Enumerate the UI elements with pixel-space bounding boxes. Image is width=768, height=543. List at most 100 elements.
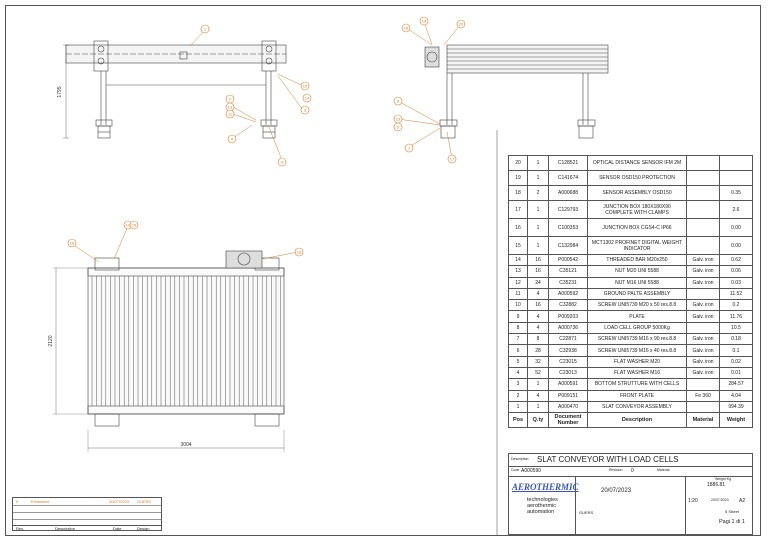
bom-cell-desc: SCREW UNI5739 M16 x 40 res.8.8 (587, 344, 687, 357)
bom-cell-qty: 1 (527, 170, 549, 186)
bom-cell-material (686, 400, 720, 414)
bom-cell-doc: C32938 (548, 344, 588, 357)
bom-cell-qty: 32 (527, 355, 549, 368)
bom-cell-desc: FRONT PLATE (587, 389, 687, 402)
bom-cell-pos: 18 (508, 185, 528, 201)
bom-cell-qty: 1 (527, 218, 549, 237)
bom-cell-pos: 14 (508, 253, 528, 267)
bom-cell-qty: 4 (527, 389, 549, 402)
revision-value: 0 (631, 468, 634, 474)
bom-cell-desc: SENSOR ASSEMBLY OSD150 (587, 185, 687, 201)
bom-cell-desc: FLAT WASHER M20 (587, 355, 687, 368)
bom-header-doc: Document Number (548, 412, 588, 429)
bom-cell-doc: A000688 (548, 185, 588, 201)
bom-cell-material: Galv. iron (686, 310, 720, 323)
bom-cell-qty: 4 (527, 310, 549, 323)
bom-cell-weight (719, 155, 753, 171)
dim-height-plan: 2120 (48, 335, 54, 346)
bom-cell-doc: A000470 (548, 400, 588, 414)
bom-cell-material: Galv. iron (686, 366, 720, 380)
bom-cell-qty: 1 (527, 378, 549, 391)
bom-cell-qty: 24 (527, 276, 549, 289)
bom-cell-desc: SCREW UNI5739 M16 x 90 res.8.8 (587, 333, 687, 346)
bom-cell-desc: THREADED BAR M20x250 (587, 253, 687, 267)
bom-cell-pos: 15 (508, 236, 528, 255)
bom-cell-pos: 1 (508, 400, 528, 414)
bom-cell-material (686, 200, 720, 219)
bom-cell-weight: 4.04 (719, 389, 753, 402)
bom-cell-qty: 1 (527, 400, 549, 414)
bom-cell-desc: PLATE (587, 310, 687, 323)
bom-cell-weight: 0.00 (719, 218, 753, 237)
bom-cell-material (686, 321, 720, 335)
bom-cell-qty: 52 (527, 366, 549, 380)
bom-cell-material: Galv. iron (686, 333, 720, 346)
bom-cell-material: Galv. iron (686, 276, 720, 289)
bom-cell-doc: P009203 (548, 310, 588, 323)
bom-cell-weight: 0.01 (719, 366, 753, 380)
bom-header-weight: Weight (719, 412, 753, 429)
bom-cell-doc: C35231 (548, 276, 588, 289)
bom-cell-material: Galv. iron (686, 253, 720, 267)
bom-cell-weight (719, 170, 753, 186)
bom-cell-weight: 0.03 (719, 276, 753, 289)
bom-cell-pos: 13 (508, 265, 528, 278)
bom-cell-qty: 1 (527, 200, 549, 219)
bom-cell-pos: 7 (508, 333, 528, 346)
bom-cell-doc: C32882 (548, 299, 588, 312)
company-line: aerothermic (527, 503, 557, 509)
drawing-sheet (5, 5, 761, 536)
balloon-label: 14 (305, 96, 310, 101)
rev-header-rev: Rev. (16, 526, 24, 531)
bom-cell-desc: MCT1302 PROFINET DIGITAL WEIGHT INDICATO… (587, 236, 687, 255)
balloon-label: 13 (396, 117, 401, 122)
sheet-format: A2 (739, 498, 746, 504)
bom-cell-pos: 9 (508, 310, 528, 323)
company-line: technologies (527, 497, 558, 503)
desc-label: Description (511, 457, 529, 461)
bom-cell-material (686, 170, 720, 186)
bom-cell-pos: 10 (508, 299, 528, 312)
bom-cell-qty: 4 (527, 287, 549, 301)
balloon-label: 18 (297, 250, 302, 255)
dim-height-front: 1795 (57, 86, 63, 97)
balloon-label: 15 (303, 84, 308, 89)
bom-cell-desc: JUNCTION BOX 180X180X90 COMPLETE WITH CL… (587, 200, 687, 219)
bom-cell-doc: P000542 (548, 253, 588, 267)
bom-cell-weight: 0.35 (719, 185, 753, 201)
rev-author: GUERS (137, 499, 152, 504)
balloon-label: 5 (397, 125, 400, 130)
rev-header-date: Date (113, 526, 122, 531)
bom-cell-weight: 0.02 (719, 355, 753, 368)
bom-cell-doc: C35121 (548, 265, 588, 278)
bom-cell-doc: C141674 (548, 170, 588, 186)
total-weight: 1886.81 (707, 482, 726, 488)
bom-cell-desc: FLAT WASHER M16 (587, 366, 687, 380)
brand-name: AEROTHERMIC (512, 482, 579, 492)
bom-cell-weight: 284.57 (719, 378, 753, 391)
code-label: Code (511, 468, 520, 472)
bom-cell-doc: C129793 (548, 200, 588, 219)
rev-header-design: Design (137, 526, 150, 531)
bom-cell-doc: C23015 (548, 355, 588, 368)
bom-header-pos: Pos (508, 412, 528, 429)
bom-cell-desc: LOAD CELL GROUP 5000Kg (587, 321, 687, 335)
bom-cell-material: Galv. iron (686, 355, 720, 368)
bom-cell-desc: GROUND PALTE ASSEMBLY (587, 287, 687, 301)
bom-cell-weight: 0.00 (719, 236, 753, 255)
revision-block: 0 Emissione 20/07/2023 GUERS Rev. Descri… (12, 497, 162, 531)
bom-cell-desc: OPTICAL DISTANCE SENSOR IFM 2M (587, 155, 687, 171)
balloon-group (67, 16, 466, 257)
balloon-label: 7 (408, 146, 411, 151)
bom-cell-material: Galv. iron (686, 265, 720, 278)
